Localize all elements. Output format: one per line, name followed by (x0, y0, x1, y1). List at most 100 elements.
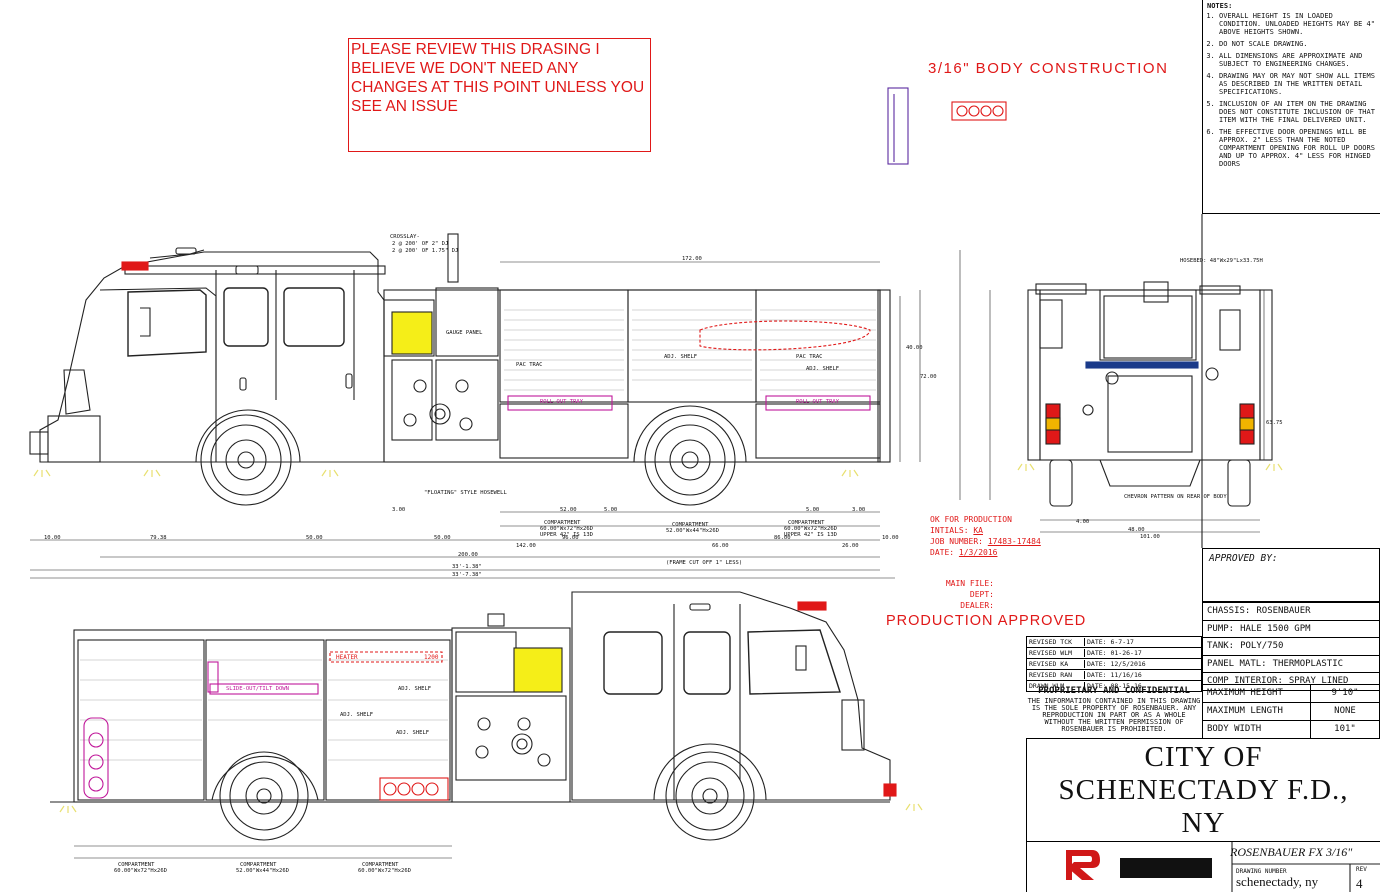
customer-line: SCHENECTADY F.D., (1058, 774, 1349, 806)
dimension-value: 96.00 (562, 535, 579, 541)
initials-label: INTIALS: (930, 526, 969, 535)
compartment-label: COMPARTMENT (544, 520, 581, 526)
dimension-value: 86.00 (774, 535, 791, 541)
dimension-value: 48.00 (1128, 527, 1145, 533)
body-construction-label: 3/16" BODY CONSTRUCTION (928, 60, 1169, 77)
dimension-value: 50.00 (434, 535, 451, 541)
heater-number: 1200 (424, 654, 439, 661)
job-label: JOB NUMBER: (930, 537, 983, 546)
spec-row: TANK:POLY/750 (1203, 638, 1379, 656)
bottom-compartment-size: 60.00"Wx72"Hx26D (114, 868, 167, 874)
compartment-upper: UPPER 42" IS 13D (540, 532, 593, 538)
spec-label: COMP INTERIOR: (1207, 676, 1283, 687)
dimension-value: 40.00 (906, 345, 923, 351)
chevron-label: CHEVRON PATTERN ON REAR OF BODY (1124, 494, 1227, 500)
drawing-number-label: DRAWING NUMBER (1236, 868, 1287, 875)
model-label: ROSENBAUER FX 3/16" (1230, 845, 1353, 859)
compartment-size: 60.00"Wx72"Hx26D (784, 526, 837, 532)
spec-value: HALE 1500 GPM (1240, 623, 1311, 634)
date-value: 1/3/2016 (958, 548, 998, 557)
dimension-value: 10.00 (44, 535, 61, 541)
spec-row: PANEL MATL: THERMOPLASTIC (1203, 656, 1379, 673)
revision-date: DATE: 01-26-17 (1087, 649, 1142, 657)
revision-date: DATE: 11/16/16 (1087, 671, 1142, 679)
spec-label: PANEL MATL: (1207, 658, 1267, 669)
frame-cut-label: (FRAME CUT OFF 1" LESS) (666, 560, 743, 566)
spec-value: THERMOPLASTIC (1272, 658, 1344, 669)
dimension-label: MAXIMUM LENGTH (1203, 703, 1311, 720)
revision-who: REVISED WLM (1027, 649, 1085, 657)
dimension-value: 200.00 (458, 552, 478, 558)
dimension-value: 63.75 (1266, 420, 1283, 426)
dimension-value: 52.00 (560, 507, 577, 513)
adj-shelf-label: ADJ. SHELF (398, 686, 432, 692)
crosslay-detail: 2 @ 200' OF 1.75" DJ (392, 248, 459, 254)
rev-label: REV (1356, 866, 1367, 873)
dimension-value: 142.00 (516, 543, 536, 549)
revision-who: REVISED TCK (1027, 638, 1085, 646)
rosenbauer-logo (1066, 850, 1212, 880)
slideout-label: SLIDE-OUT/TILT DOWN (226, 686, 289, 692)
adj-shelf-label: ADJ. SHELF (396, 730, 430, 736)
customer-line: CITY OF (1144, 741, 1263, 773)
ground-marks (33, 463, 1283, 813)
top-side-view (29, 233, 921, 579)
note-item: THE EFFECTIVE DOOR OPENINGS WILL BE APPR… (1219, 128, 1376, 168)
dimension-value: 50.00 (306, 535, 323, 541)
rollout-tray-label: ROLL-OUT TRAY (796, 399, 840, 405)
spec-label: PUMP: (1207, 623, 1235, 634)
proprietary-text: THE INFORMATION CONTAINED IN THIS DRAWIN… (1027, 697, 1201, 733)
job-value: 17483-17484 (987, 537, 1041, 546)
spec-row: COMP INTERIOR: SPRAY LINED (1203, 673, 1379, 690)
ok-for-production: OK FOR PRODUCTION (930, 515, 1012, 524)
overall-length: 33'-1.38" (452, 564, 482, 570)
compartment-label: COMPARTMENT (672, 522, 709, 528)
dimension-label: MAXIMUM HEIGHT (1203, 685, 1311, 702)
notes-panel: NOTES: OVERALL HEIGHT IS IN LOADED CONDI… (1202, 0, 1380, 214)
production-stamp: OK FOR PRODUCTION INTIALS: KA JOB NUMBER… (930, 514, 1041, 558)
bottom-compartment-size: 52.00"Wx44"Hx26D (236, 868, 289, 874)
dimension-value: 72.00 (920, 374, 937, 380)
rollout-tray-label: ROLL-OUT TRAY (540, 399, 584, 405)
notes-list: OVERALL HEIGHT IS IN LOADED CONDITION. U… (1207, 12, 1376, 168)
spec-label: CHASSIS: (1207, 606, 1251, 617)
compartment-size: 52.00"Wx44"Hx26D (666, 528, 719, 534)
revision-who: REVISED RAN (1027, 671, 1085, 679)
spec-value: ROSENBAUER (1256, 606, 1311, 617)
dimension-value: 4.00 (1076, 519, 1090, 525)
crosslay-label: CROSSLAY- (390, 234, 420, 240)
drawing-number: schenectady, ny (1236, 874, 1319, 889)
approved-by-box: APPROVED BY: (1202, 548, 1380, 602)
compartment-size: 60.00"Wx72"Hx26D (540, 526, 593, 532)
spec-row: PUMP: HALE 1500 GPM (1203, 621, 1379, 638)
spec-value: POLY/750 (1240, 641, 1284, 652)
dept-label: DEPT: (969, 590, 994, 599)
note-item: INCLUSION OF AN ITEM ON THE DRAWING DOES… (1219, 100, 1376, 124)
adj-shelf-label: ADJ. SHELF (806, 366, 840, 372)
dimension-row: MAXIMUM LENGTH NONE (1203, 703, 1379, 721)
pac-trac-label: PAC TRAC (796, 354, 823, 360)
dimension-value: NONE (1334, 706, 1356, 716)
spec-row: CHASSIS: ROSENBAUER (1203, 603, 1379, 621)
dimension-value: 26.00 (842, 543, 859, 549)
gauge-panel-label: GAUGE PANEL (446, 330, 483, 336)
dimension-value: 101.00 (1140, 534, 1160, 540)
hosewell-label: "FLOATING" STYLE HOSEWELL (424, 490, 507, 496)
bottom-compartment-label: COMPARTMENT (362, 862, 399, 868)
dimension-value: 10.00 (882, 535, 899, 541)
spec-table: CHASSIS: ROSENBAUER PUMP: HALE 1500 GPM TA… (1202, 602, 1380, 691)
bottom-compartment-size: 60.00"Wx72"Hx26D (358, 868, 411, 874)
hosebed-label: HOSEBED: 48"Wx29"Lx33.75H (1180, 258, 1263, 264)
title-block-footer (1026, 842, 1380, 892)
spec-value: SPRAY LINED (1288, 676, 1349, 687)
dimension-value: 66.00 (712, 543, 729, 549)
file-info: MAIN FILE: DEPT: DEALER: (934, 578, 994, 611)
